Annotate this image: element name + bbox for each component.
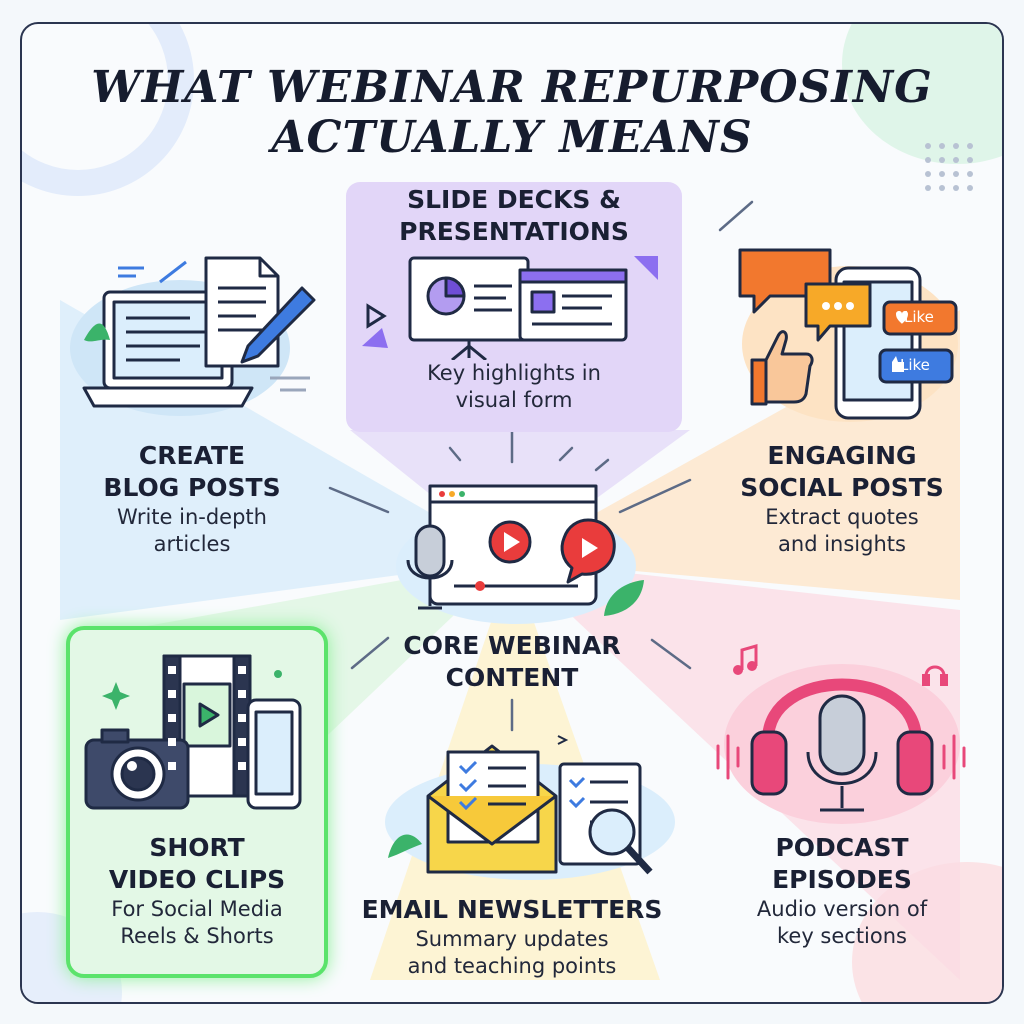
social-chat-like-icon — [738, 248, 958, 422]
blog-title-2: BLOG POSTS — [103, 473, 281, 502]
slides-sub-2: visual form — [455, 388, 573, 412]
social-title-1: ENGAGING — [767, 441, 917, 470]
webinar-player-microphone-icon — [396, 484, 644, 624]
camera-film-phone-icon — [84, 654, 302, 810]
email-label: EMAIL NEWSLETTERS Summary updates and te… — [352, 894, 672, 980]
dot-grid-decoration — [925, 143, 973, 191]
title-line-2: ACTUALLY MEANS — [271, 112, 753, 163]
center-title-1: CORE WEBINAR — [403, 631, 621, 660]
presentation-board-icon — [362, 256, 658, 360]
center-label: CORE WEBINAR CONTENT — [362, 630, 662, 694]
podcast-sub-2: key sections — [776, 924, 907, 948]
video-title-2: VIDEO CLIPS — [108, 865, 286, 894]
blog-title-1: CREATE — [138, 441, 246, 470]
video-label: SHORT VIDEO CLIPS For Social Media Reels… — [66, 832, 328, 950]
blog-sub-1: Write in-depth — [117, 505, 267, 529]
blog-label: CREATE BLOG POSTS Write in-depth article… — [62, 440, 322, 558]
laptop-document-pen-icon — [70, 256, 316, 416]
headphones-microphone-icon — [716, 644, 966, 824]
podcast-title-1: PODCAST — [775, 833, 909, 862]
social-sub-2: and insights — [778, 532, 906, 556]
email-title-1: EMAIL NEWSLETTERS — [361, 895, 663, 924]
blog-sub-2: articles — [153, 532, 231, 556]
podcast-title-2: EPISODES — [772, 865, 912, 894]
social-sub-1: Extract quotes — [765, 505, 919, 529]
slides-label: SLIDE DECKS & PRESENTATIONS — [346, 184, 682, 248]
email-sub-2: and teaching points — [407, 954, 617, 978]
video-sub-2: Reels & Shorts — [120, 924, 274, 948]
slides-description: Key highlights in visual form — [346, 360, 682, 414]
like-label-2: Like — [900, 356, 930, 374]
slides-sub-1: Key highlights in — [427, 361, 601, 385]
like-label-1: Like — [904, 308, 934, 326]
video-sub-1: For Social Media — [111, 897, 283, 921]
slides-title-2: PRESENTATIONS — [399, 217, 629, 246]
envelope-checklist-magnifier-icon — [385, 735, 675, 880]
podcast-label: PODCAST EPISODES Audio version of key se… — [712, 832, 972, 950]
podcast-sub-1: Audio version of — [756, 897, 928, 921]
slides-title-1: SLIDE DECKS & — [407, 185, 621, 214]
social-title-2: SOCIAL POSTS — [740, 473, 944, 502]
center-title-2: CONTENT — [445, 663, 579, 692]
social-label: ENGAGING SOCIAL POSTS Extract quotes and… — [712, 440, 972, 558]
video-title-1: SHORT — [149, 833, 245, 862]
email-sub-1: Summary updates — [415, 927, 609, 951]
title-line-1: WHAT WEBINAR REPURPOSING — [91, 62, 933, 113]
